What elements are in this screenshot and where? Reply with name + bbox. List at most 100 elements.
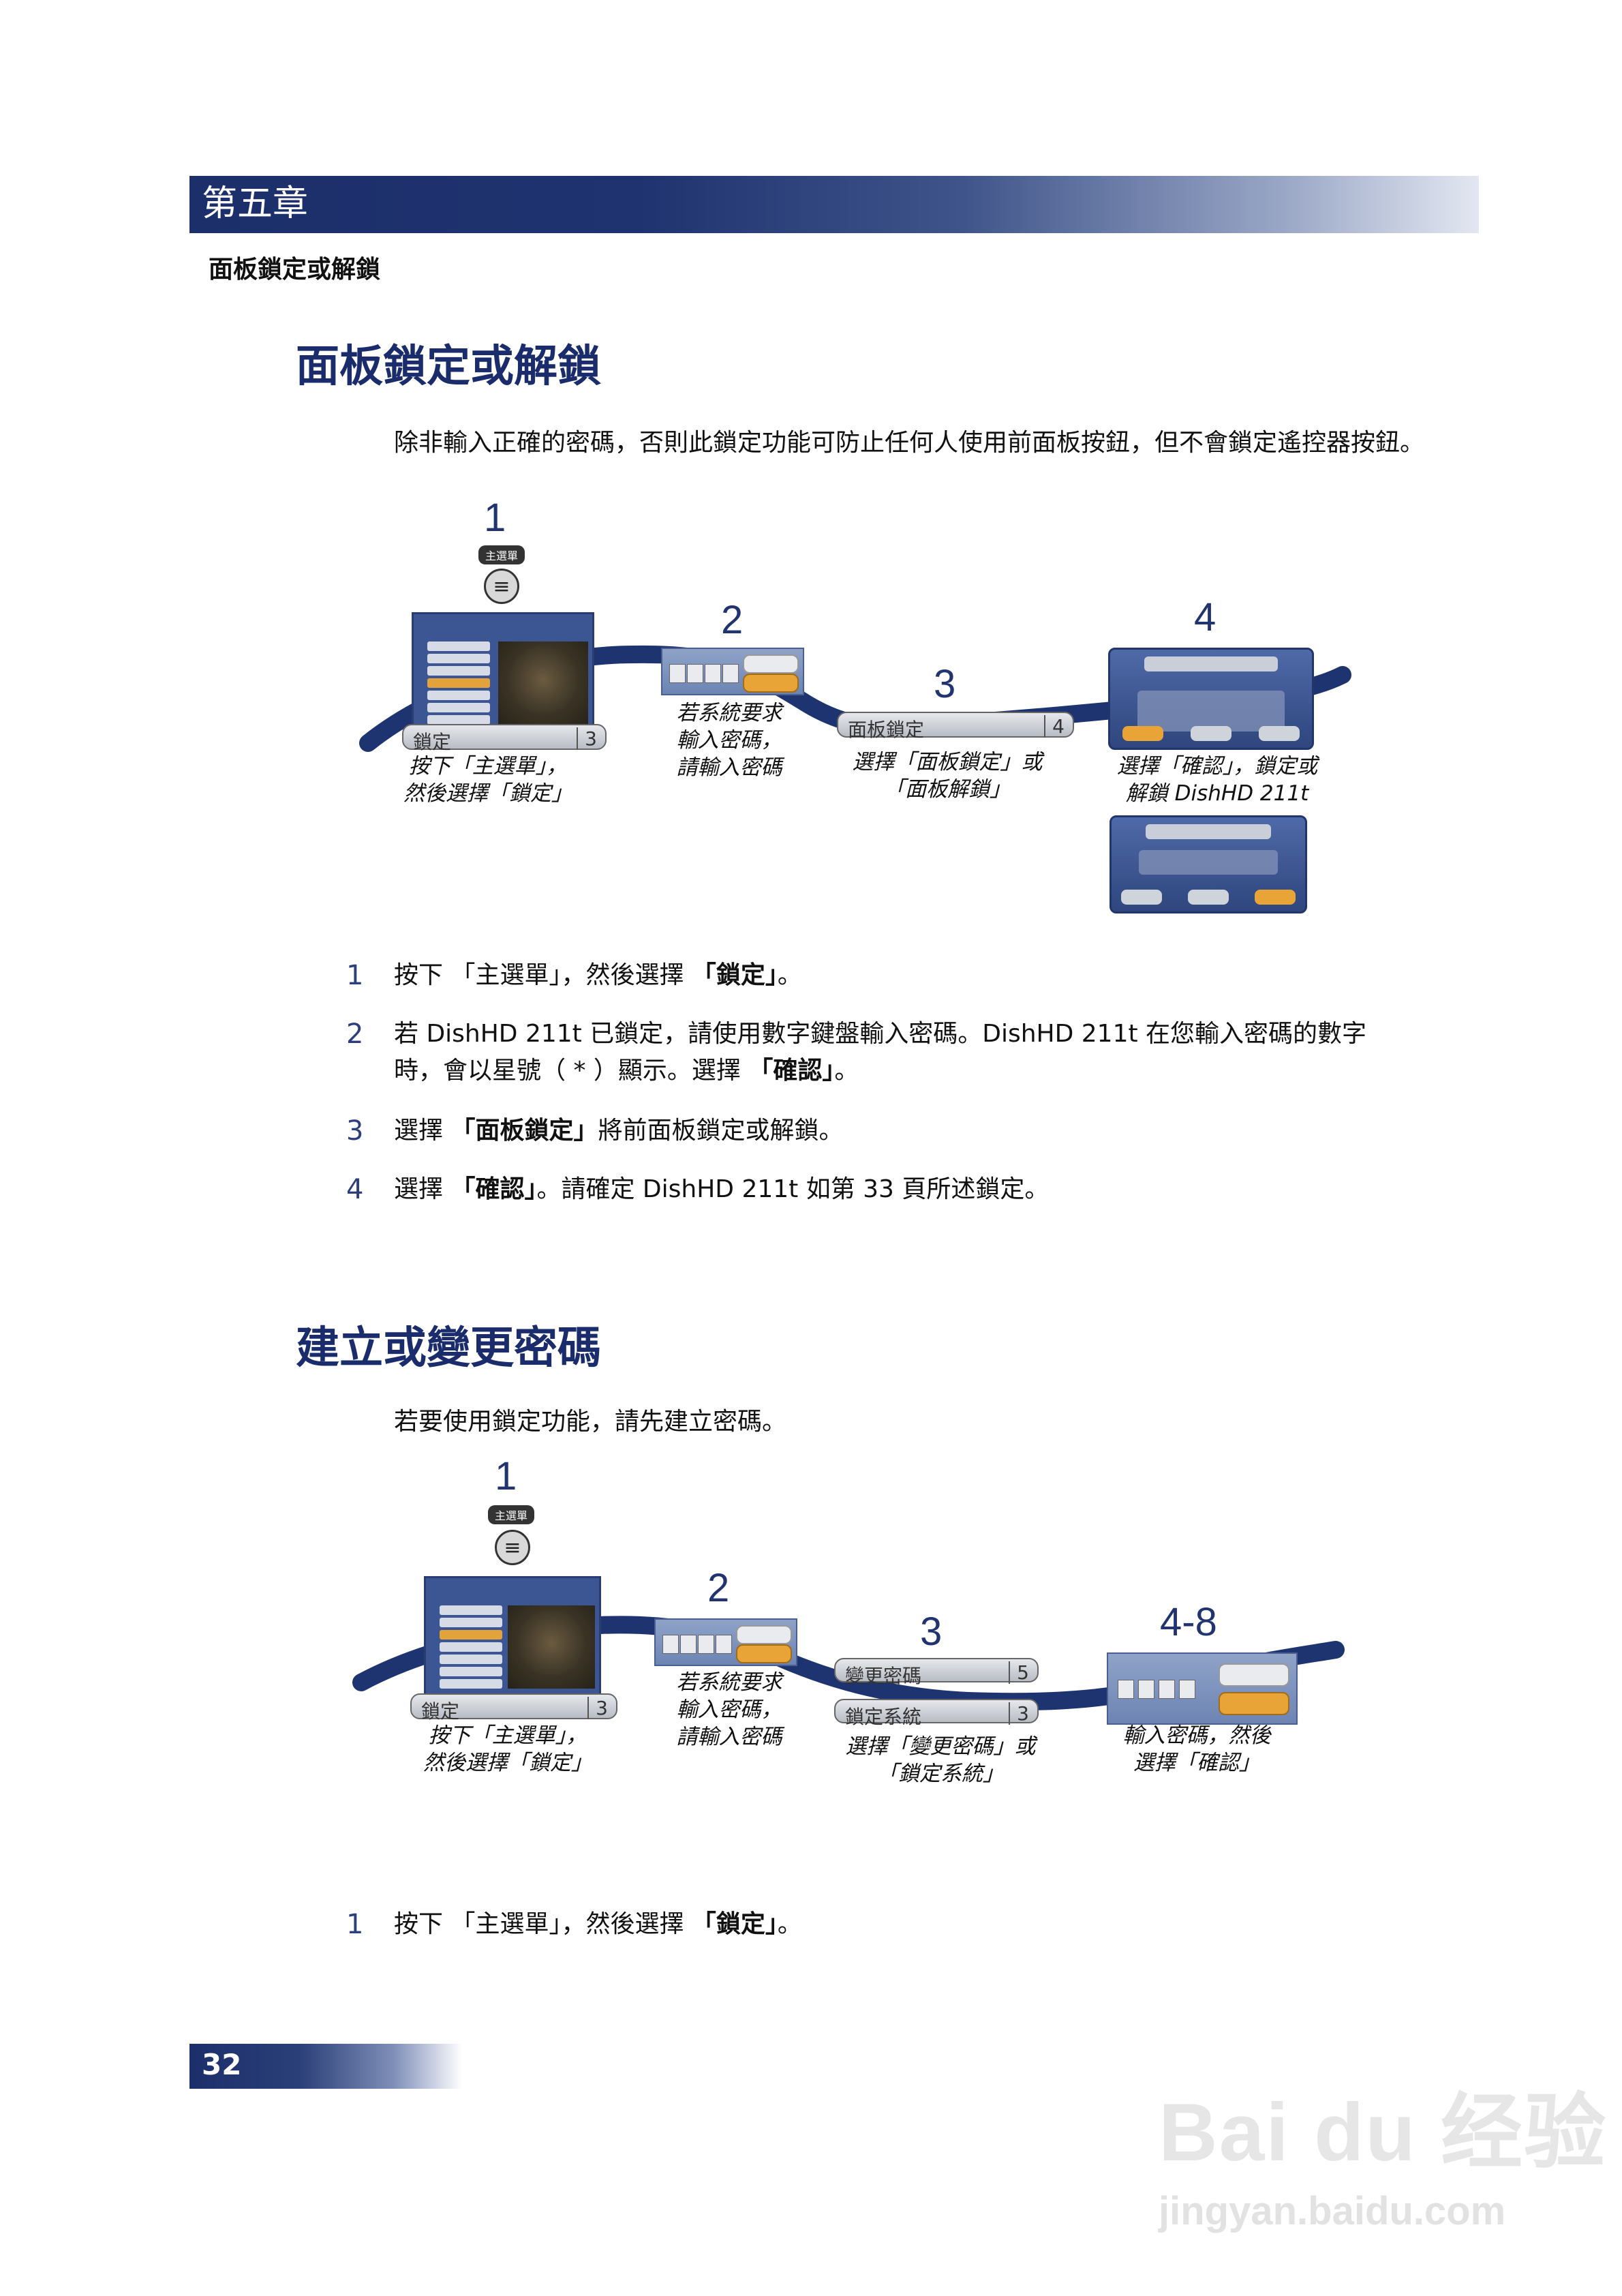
caption-line: 輸入密碼， — [676, 1697, 782, 1722]
dialog-header — [1144, 656, 1278, 671]
dialog-message — [1137, 691, 1285, 731]
fig2-caption-4: 輸入密碼，然後 選擇「確認」 — [1095, 1722, 1299, 1777]
menu-button-icon[interactable]: ≡ — [495, 1530, 530, 1565]
step-emphasis: 「鎖定」 — [691, 1910, 778, 1938]
dialog-cancel-button[interactable] — [1191, 726, 1231, 741]
dialog-header — [1146, 824, 1271, 839]
caption-line: 選擇「面板鎖定」或 — [852, 750, 1043, 774]
section1-step-3: 3 選擇 「面板鎖定」將前面板鎖定或解鎖。 — [346, 1113, 843, 1149]
password-digit[interactable] — [716, 1635, 732, 1654]
lock-bar-count: 3 — [577, 727, 597, 750]
step-text: 若 DishHD 211t 已鎖定，請使用數字鍵盤輸入密碼。DishHD 211… — [394, 1020, 1367, 1048]
section1-title: 面板鎖定或解鎖 — [296, 342, 601, 392]
lock-system-bar-count: 3 — [1009, 1702, 1029, 1725]
fig2-password-box — [654, 1618, 797, 1666]
step-text: 按下 「主選單」，然後選擇 — [394, 961, 692, 989]
caption-line: 按下「主選單」， — [408, 754, 568, 779]
password-confirm-button[interactable] — [1219, 1663, 1289, 1687]
fig1-unlock-dialog — [1110, 815, 1307, 913]
password-digit[interactable] — [687, 664, 703, 683]
fig1-caption-3: 選擇「面板鎖定」或 「面板解鎖」 — [831, 749, 1063, 803]
fig2-step-1-number: 1 — [495, 1454, 517, 1498]
password-digit[interactable] — [705, 664, 721, 683]
step-number: 1 — [346, 1909, 364, 1940]
dialog-help-button[interactable] — [1255, 890, 1296, 905]
dialog-confirm-button[interactable] — [1122, 726, 1163, 741]
fig1-confirm-dialog — [1108, 648, 1314, 750]
password-confirm-button[interactable] — [743, 654, 799, 674]
caption-line: 然後選擇「鎖定」 — [403, 781, 572, 806]
dialog-confirm-button[interactable] — [1121, 890, 1162, 905]
fig2-lock-bar[interactable]: 鎖定 3 — [410, 1693, 617, 1723]
fig1-tv-menu-screenshot — [412, 612, 594, 742]
fig1-caption-1: 按下「主選單」， 然後選擇「鎖定」 — [386, 753, 590, 807]
panel-lock-bar-label: 面板鎖定 — [848, 719, 925, 741]
section1-step-4: 4 選擇 「確認」。請確定 DishHD 211t 如第 33 頁所述鎖定。 — [346, 1171, 1049, 1208]
section2-intro: 若要使用鎖定功能，請先建立密碼。 — [394, 1408, 787, 1436]
fig2-menu-label: 主選單 — [488, 1505, 535, 1524]
step-text: 。 — [834, 1057, 859, 1085]
password-cancel-button[interactable] — [743, 674, 799, 693]
caption-line: 解鎖 DishHD 211t — [1125, 781, 1309, 806]
caption-line: 選擇「變更密碼」或 — [845, 1734, 1036, 1759]
step-number: 2 — [346, 1018, 364, 1050]
fig2-tv-menu-screenshot — [424, 1576, 601, 1703]
lock-system-bar-label: 鎖定系統 — [845, 1706, 922, 1728]
fig2-step-2-number: 2 — [707, 1566, 730, 1610]
fig1-step-4-number: 4 — [1194, 595, 1216, 639]
caption-line: 然後選擇「鎖定」 — [423, 1751, 592, 1775]
password-cancel-button[interactable] — [1219, 1692, 1289, 1715]
tv-menu-list — [440, 1605, 502, 1691]
chapter-title: 第五章 — [202, 183, 309, 224]
password-cancel-button[interactable] — [736, 1644, 792, 1663]
step-number: 4 — [346, 1174, 364, 1205]
fig2-caption-2: 若系統要求 輸入密碼， 請輸入密碼 — [641, 1669, 818, 1751]
tv-preview-image — [498, 641, 588, 727]
panel-lock-bar-count: 4 — [1044, 715, 1065, 738]
fig1-caption-4: 選擇「確認」，鎖定或 解鎖 DishHD 211t — [1088, 753, 1347, 807]
chapter-header-bar — [189, 176, 1479, 233]
section2-step-1: 1 按下 「主選單」，然後選擇 「鎖定」。 — [346, 1906, 802, 1943]
fig1-caption-2: 若系統要求 輸入密碼， 請輸入密碼 — [641, 699, 818, 781]
caption-line: 選擇「確認」 — [1133, 1751, 1260, 1775]
chapter-subtitle: 面板鎖定或解鎖 — [209, 256, 381, 284]
password-confirm-button[interactable] — [736, 1625, 792, 1644]
fig1-menu-label: 主選單 — [478, 545, 525, 564]
caption-line: 輸入密碼， — [676, 728, 782, 753]
section2-title: 建立或變更密碼 — [296, 1323, 601, 1374]
page-number-bar — [189, 2044, 462, 2089]
dialog-cancel-button[interactable] — [1188, 890, 1229, 905]
password-digit[interactable] — [1159, 1680, 1175, 1699]
change-password-bar-label: 變更密碼 — [845, 1665, 922, 1687]
password-digit[interactable] — [722, 664, 739, 683]
password-digit[interactable] — [1138, 1680, 1154, 1699]
password-digit[interactable] — [698, 1635, 714, 1654]
fig2-lock-system-bar[interactable]: 鎖定系統 3 — [834, 1699, 1039, 1728]
step-text: 按下 「主選單」，然後選擇 — [394, 1910, 692, 1938]
fig1-step-1-number: 1 — [484, 496, 506, 540]
password-digit[interactable] — [662, 1635, 679, 1654]
password-digit[interactable] — [680, 1635, 697, 1654]
fig2-password-entry-box — [1107, 1652, 1298, 1725]
fig1-panel-lock-bar[interactable]: 面板鎖定 4 — [837, 712, 1074, 741]
password-digit[interactable] — [669, 664, 686, 683]
password-digit[interactable] — [1179, 1680, 1195, 1699]
caption-line: 請輸入密碼 — [676, 1725, 782, 1749]
step-number: 3 — [346, 1115, 364, 1147]
password-digit[interactable] — [1118, 1680, 1134, 1699]
step-text: 選擇 — [394, 1117, 451, 1145]
fig2-step-4-8-number: 4-8 — [1160, 1600, 1217, 1644]
caption-line: 若系統要求 — [676, 701, 782, 725]
dialog-help-button[interactable] — [1259, 726, 1300, 741]
step-text: 。 — [777, 1910, 802, 1938]
step-emphasis: 「確認」 — [450, 1175, 537, 1203]
fig1-password-box — [661, 648, 804, 695]
tv-preview-image — [508, 1605, 595, 1689]
caption-line: 輸入密碼，然後 — [1122, 1723, 1271, 1748]
fig2-change-password-bar[interactable]: 變更密碼 5 — [834, 1658, 1039, 1687]
fig2-caption-1: 按下「主選單」， 然後選擇「鎖定」 — [402, 1722, 613, 1777]
menu-button-icon[interactable]: ≡ — [484, 569, 519, 604]
step-text: 時，會以星號（ * ）顯示。選擇 — [394, 1057, 749, 1085]
baidu-watermark-url: jingyan.baidu.com — [1159, 2189, 1506, 2233]
fig1-lock-bar[interactable]: 鎖定 3 — [402, 724, 607, 753]
